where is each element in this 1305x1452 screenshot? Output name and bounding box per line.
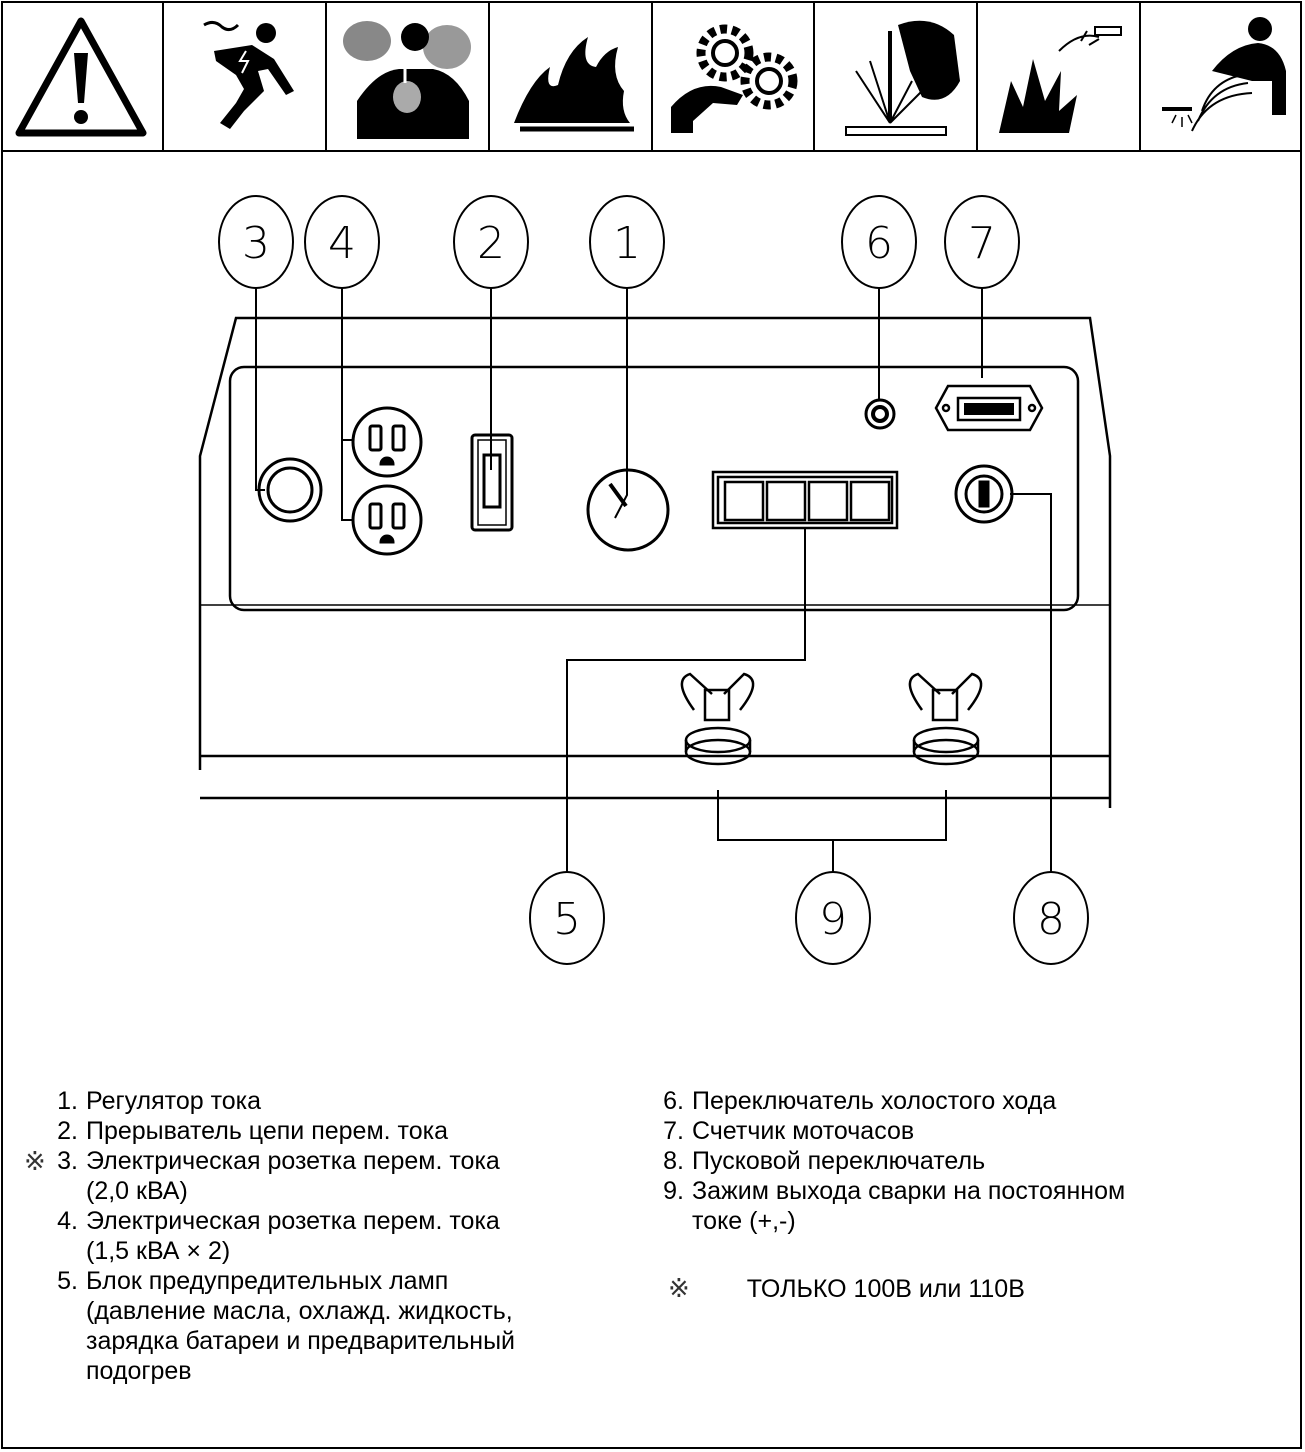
explosion-icon — [998, 25, 1122, 133]
legend-item: 5. Блок предупредительных ламп (давление… — [34, 1266, 654, 1386]
ac-receptacle-lower — [351, 484, 423, 556]
legend-item: 8. Пусковой переключатель — [640, 1146, 1280, 1176]
hazard-cell — [327, 1, 490, 150]
legend-item: 6. Переключатель холостого хода — [640, 1086, 1280, 1116]
hour-meter — [934, 384, 1044, 432]
legend-item: ※ 3. Электрическая розетка перем. тока (… — [24, 1146, 654, 1206]
legend-text-cont: подогрев — [86, 1357, 192, 1385]
output-terminal-positive — [680, 672, 755, 766]
legend-text: Прерыватель цепи перем. тока — [86, 1117, 448, 1145]
legend-number: 6. — [663, 1087, 684, 1115]
legend-number: 5. — [57, 1267, 78, 1295]
idle-switch — [864, 398, 896, 430]
twist-lock-receptacle — [257, 457, 323, 523]
legend-number: 4. — [57, 1207, 78, 1235]
hazard-cell — [978, 1, 1142, 150]
legend-number: 9. — [663, 1177, 684, 1205]
starter-switch — [954, 464, 1014, 524]
legend-number: 7. — [663, 1117, 684, 1145]
hot-parts-icon — [1161, 16, 1286, 131]
reference-mark: ※ — [668, 1273, 690, 1303]
callout-1: 1 — [613, 218, 641, 269]
legend-text: Регулятор тока — [86, 1087, 262, 1115]
legend-number: 2. — [57, 1117, 78, 1145]
legend-item: 9. Зажим выхода сварки на постоянном ток… — [640, 1176, 1280, 1236]
callout-3: 3 — [242, 218, 270, 269]
legend-text: Электрическая розетка перем. тока — [86, 1147, 500, 1175]
control-panel-diagram: 3 4 2 1 6 7 5 9 8 — [198, 195, 1112, 965]
legend-text: Переключатель холостого хода — [692, 1087, 1057, 1115]
voltage-note: ※ ТОЛЬКО 100В или 110В — [668, 1273, 1025, 1304]
callout-4: 4 — [328, 218, 356, 269]
ac-receptacle-upper — [351, 406, 423, 478]
callout-8: 8 — [1037, 894, 1065, 945]
fire-icon — [514, 36, 635, 131]
legend-text-cont: токе (+,-) — [692, 1207, 796, 1235]
circuit-breaker — [470, 433, 514, 532]
callout-5: 5 — [553, 894, 581, 945]
legend-number: 1. — [57, 1087, 78, 1115]
warning-lamp-block — [711, 470, 899, 530]
legend-text: Счетчик моточасов — [692, 1117, 915, 1145]
legend-text-cont: (1,5 кВА × 2) — [86, 1237, 231, 1265]
callout-6: 6 — [865, 218, 893, 269]
toxic-fumes-icon — [343, 20, 472, 139]
legend-item: 1. Регулятор тока — [34, 1086, 654, 1116]
hazard-cell — [653, 1, 816, 150]
legend-text-cont: (2,0 кВА) — [86, 1177, 188, 1205]
legend-item: 2. Прерыватель цепи перем. тока — [34, 1116, 654, 1146]
note-text: ТОЛЬКО 100В или 110В — [746, 1275, 1025, 1303]
hazard-icon-row — [1, 1, 1302, 152]
legend-number: 8. — [663, 1147, 684, 1175]
current-regulator-knob — [586, 468, 670, 552]
output-terminal-negative — [908, 672, 983, 766]
legend-text: Пусковой переключатель — [692, 1147, 986, 1175]
legend-text: Электрическая розетка перем. тока — [86, 1207, 500, 1235]
warning-triangle-icon — [15, 17, 147, 136]
legend-text-cont: зарядка батареи и предварительный — [86, 1327, 516, 1355]
legend-text: Блок предупредительных ламп — [86, 1267, 449, 1295]
callout-7: 7 — [968, 218, 996, 269]
hazard-cell — [1, 1, 164, 150]
callout-2: 2 — [477, 218, 505, 269]
legend-item: 7. Счетчик моточасов — [640, 1116, 1280, 1146]
arc-rays-icon — [844, 20, 960, 136]
callout-9: 9 — [819, 894, 847, 945]
legend-number: 3. — [57, 1147, 78, 1175]
reference-mark: ※ — [24, 1146, 46, 1176]
rotating-gears-icon — [670, 24, 798, 133]
hazard-cell — [164, 1, 327, 150]
legend-text-cont: (давление масла, охлажд. жидкость, — [86, 1297, 513, 1325]
legend-right: 6. Переключатель холостого хода 7. Счетч… — [640, 1086, 1280, 1236]
legend-text: Зажим выхода сварки на постоянном — [692, 1177, 1126, 1205]
hazard-cell — [815, 1, 979, 150]
legend-item: 4. Электрическая розетка перем. тока (1,… — [34, 1206, 654, 1266]
hazard-cell — [1141, 1, 1302, 150]
legend-left: 1. Регулятор тока 2. Прерыватель цепи пе… — [24, 1086, 654, 1386]
electric-shock-icon — [203, 20, 295, 129]
hazard-cell — [490, 1, 653, 150]
